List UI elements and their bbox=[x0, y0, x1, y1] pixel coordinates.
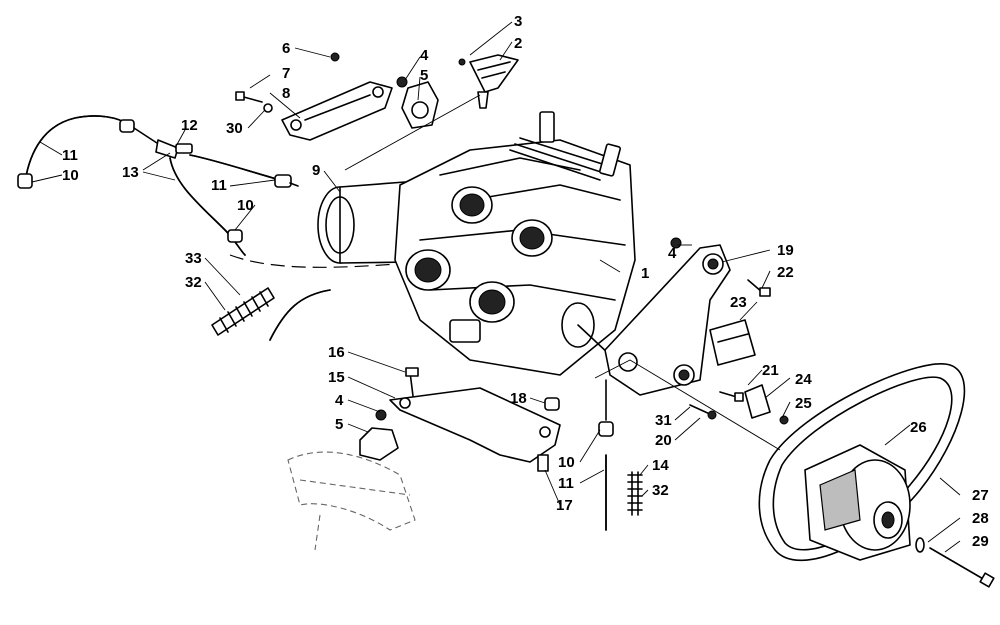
callout-27: 27 bbox=[972, 487, 989, 504]
callout-22: 22 bbox=[777, 264, 794, 281]
callout-14: 14 bbox=[652, 457, 669, 474]
callout-4: 4 bbox=[668, 245, 677, 262]
recoil-starter bbox=[317, 181, 411, 264]
callout-4: 4 bbox=[420, 47, 429, 64]
hose-assembly bbox=[17, 115, 331, 341]
callout-10: 10 bbox=[558, 454, 575, 471]
callout-23: 23 bbox=[730, 294, 747, 311]
chassis-outline bbox=[287, 451, 416, 551]
callout-21: 21 bbox=[762, 362, 779, 379]
callout-6: 6 bbox=[282, 40, 290, 57]
callout-8: 8 bbox=[282, 85, 290, 102]
callout-5: 5 bbox=[335, 416, 343, 433]
leader-lines bbox=[31, 21, 961, 553]
small-parts bbox=[689, 319, 789, 425]
callout-10: 10 bbox=[62, 167, 79, 184]
callout-25: 25 bbox=[795, 395, 812, 412]
callout-10: 10 bbox=[237, 197, 254, 214]
callout-1: 1 bbox=[641, 265, 649, 282]
callout-24: 24 bbox=[795, 371, 812, 388]
lower-bracket bbox=[359, 367, 561, 472]
callout-33: 33 bbox=[185, 250, 202, 267]
callout-32: 32 bbox=[185, 274, 202, 291]
callout-29: 29 bbox=[972, 533, 989, 550]
callout-13: 13 bbox=[122, 164, 139, 181]
callout-7: 7 bbox=[282, 65, 290, 82]
callout-32: 32 bbox=[652, 482, 669, 499]
callout-17: 17 bbox=[556, 497, 573, 514]
starter-handle bbox=[458, 54, 519, 109]
callout-18: 18 bbox=[510, 390, 527, 407]
callout-15: 15 bbox=[328, 369, 345, 386]
spring-assembly bbox=[211, 287, 275, 336]
drain-hose bbox=[598, 379, 614, 531]
callout-9: 9 bbox=[312, 162, 320, 179]
upper-bracket bbox=[235, 52, 393, 141]
engine-block bbox=[394, 111, 636, 376]
callout-11: 11 bbox=[558, 475, 574, 492]
callout-30: 30 bbox=[226, 120, 243, 137]
callout-labels: 3 2 6 4 5 7 8 30 12 11 10 13 11 9 10 33 … bbox=[62, 13, 989, 550]
routing-line bbox=[229, 254, 421, 268]
callout-11: 11 bbox=[62, 147, 78, 164]
callout-16: 16 bbox=[328, 344, 345, 361]
callout-19: 19 bbox=[777, 242, 794, 259]
callout-2: 2 bbox=[514, 35, 522, 52]
callout-12: 12 bbox=[181, 117, 198, 134]
callout-26: 26 bbox=[910, 419, 927, 436]
engine-plate bbox=[604, 237, 771, 396]
callout-28: 28 bbox=[972, 510, 989, 527]
callout-3: 3 bbox=[514, 13, 522, 30]
hose-spring bbox=[627, 471, 643, 516]
engine-mount-top bbox=[396, 76, 439, 129]
callout-20: 20 bbox=[655, 432, 672, 449]
callout-11: 11 bbox=[211, 177, 227, 194]
clutch-bolt bbox=[915, 537, 995, 588]
drive-clutch bbox=[804, 444, 911, 561]
callout-31: 31 bbox=[655, 412, 672, 429]
callout-4: 4 bbox=[335, 392, 344, 409]
callout-5: 5 bbox=[420, 67, 428, 84]
